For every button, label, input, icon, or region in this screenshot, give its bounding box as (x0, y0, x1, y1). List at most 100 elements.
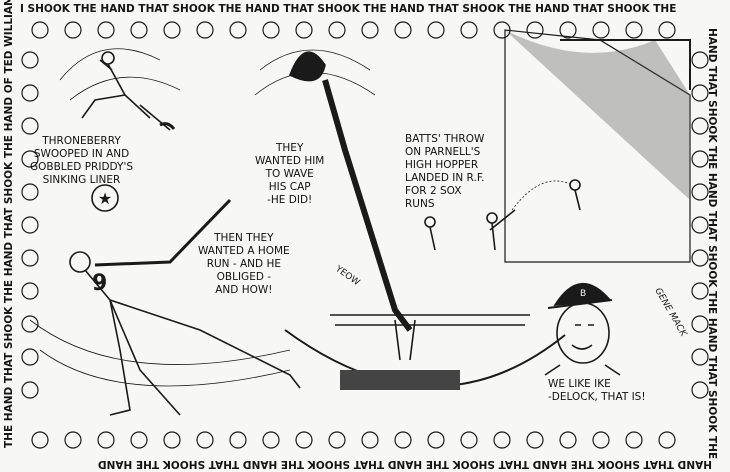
border-face (427, 431, 445, 449)
border-face (163, 21, 181, 39)
border-face (691, 117, 709, 135)
caption-line: TO WAVE (265, 168, 314, 180)
border-face (361, 431, 379, 449)
border-face (262, 21, 280, 39)
border-face (295, 431, 313, 449)
border-face (691, 315, 709, 333)
border-face (691, 183, 709, 201)
caption-delock: WE LIKE IKE -DELOCK, THAT IS! (548, 378, 646, 404)
border-face (196, 21, 214, 39)
border-face (460, 21, 478, 39)
batter-ted-williams (29, 198, 301, 416)
caption-line: SWOOPED IN AND (33, 148, 130, 160)
caption-line: THEY (276, 142, 304, 154)
border-face (592, 21, 610, 39)
border-face (21, 51, 39, 69)
caption-line: LANDED IN R.F. (405, 172, 485, 184)
border-face (394, 21, 412, 39)
border-face (163, 431, 181, 449)
border-face (625, 21, 643, 39)
caption-line: BATTS' THROW (405, 133, 485, 145)
jersey-number: 9 (92, 271, 107, 296)
artist-signature: GENE MACK (652, 287, 688, 340)
border-face (460, 431, 478, 449)
border-face (691, 282, 709, 300)
caption-line: OBLIGED - (216, 271, 272, 283)
border-face (526, 431, 544, 449)
border-face (64, 21, 82, 39)
caption-line: HIS CAP (268, 181, 311, 193)
border-face (592, 431, 610, 449)
border-face (493, 431, 511, 449)
border-face (691, 84, 709, 102)
caption-line: HIGH HOPPER (405, 159, 479, 171)
border-face (21, 216, 39, 234)
border-face (21, 249, 39, 267)
border-face (691, 381, 709, 399)
border-face (21, 348, 39, 366)
border-face (130, 431, 148, 449)
border-faces (21, 21, 709, 449)
border-face (658, 431, 676, 449)
border-face (21, 381, 39, 399)
border-face (21, 183, 39, 201)
caption-cap-wave: THEY WANTED HIM TO WAVE HIS CAP -HE DID! (255, 142, 324, 207)
infield-inset (424, 29, 691, 263)
border-face (21, 282, 39, 300)
border-face (97, 431, 115, 449)
caption-line: WANTED HIM (255, 155, 325, 167)
border-face (64, 431, 82, 449)
border-face (427, 21, 445, 39)
border-face (559, 431, 577, 449)
caption-line: RUN - AND HE (206, 258, 281, 270)
border-face (229, 431, 247, 449)
caption-line: WANTED A HOME (198, 245, 290, 257)
border-face (691, 249, 709, 267)
cap-letter: B (580, 289, 586, 299)
cap-on-bat (254, 49, 413, 332)
delock-portrait (544, 282, 621, 376)
border-face (658, 21, 676, 39)
border-text-top: I SHOOK THE HAND THAT SHOOK THE HAND THA… (20, 3, 677, 15)
border-face (328, 21, 346, 39)
border-face (295, 21, 313, 39)
caption-throneberry: THRONEBERRY SWOOPED IN AND GOBBLED PRIDD… (30, 135, 133, 187)
star-badge: ★ (91, 184, 119, 212)
border-face (361, 21, 379, 39)
border-face (97, 21, 115, 39)
border-face (394, 431, 412, 449)
caption-line: -DELOCK, THAT IS! (548, 391, 646, 403)
caption-line: GOBBLED PRIDDY'S (30, 161, 134, 173)
caption-line: FOR 2 SOX (405, 185, 462, 197)
border-face (31, 431, 49, 449)
caption-line: SINKING LINER (42, 174, 121, 186)
border-face (559, 21, 577, 39)
caption-line: -HE DID! (267, 194, 313, 206)
caption-line: WE LIKE IKE (548, 378, 611, 390)
caption-line: THEN THEY (214, 232, 274, 244)
stadium-scene (284, 314, 566, 390)
border-face (229, 21, 247, 39)
border-face (691, 348, 709, 366)
border-face (21, 84, 39, 102)
yeow-label: YEOW (332, 264, 361, 288)
border-face (691, 216, 709, 234)
border-face (196, 431, 214, 449)
border-face (31, 21, 49, 39)
border-face (526, 21, 544, 39)
svg-text:★: ★ (98, 189, 112, 208)
caption-line: AND HOW! (215, 284, 273, 296)
border-face (21, 150, 39, 168)
border-face (21, 315, 39, 333)
caption-line: RUNS (405, 198, 435, 210)
border-face (625, 431, 643, 449)
caption-batts: BATTS' THROW ON PARNELL'S HIGH HOPPER LA… (405, 133, 485, 211)
caption-line: THRONEBERRY (42, 135, 121, 147)
border-face (21, 117, 39, 135)
border-face (691, 51, 709, 69)
border-face (691, 150, 709, 168)
border-face (328, 431, 346, 449)
border-face (262, 431, 280, 449)
fielder-throneberry (81, 51, 176, 131)
